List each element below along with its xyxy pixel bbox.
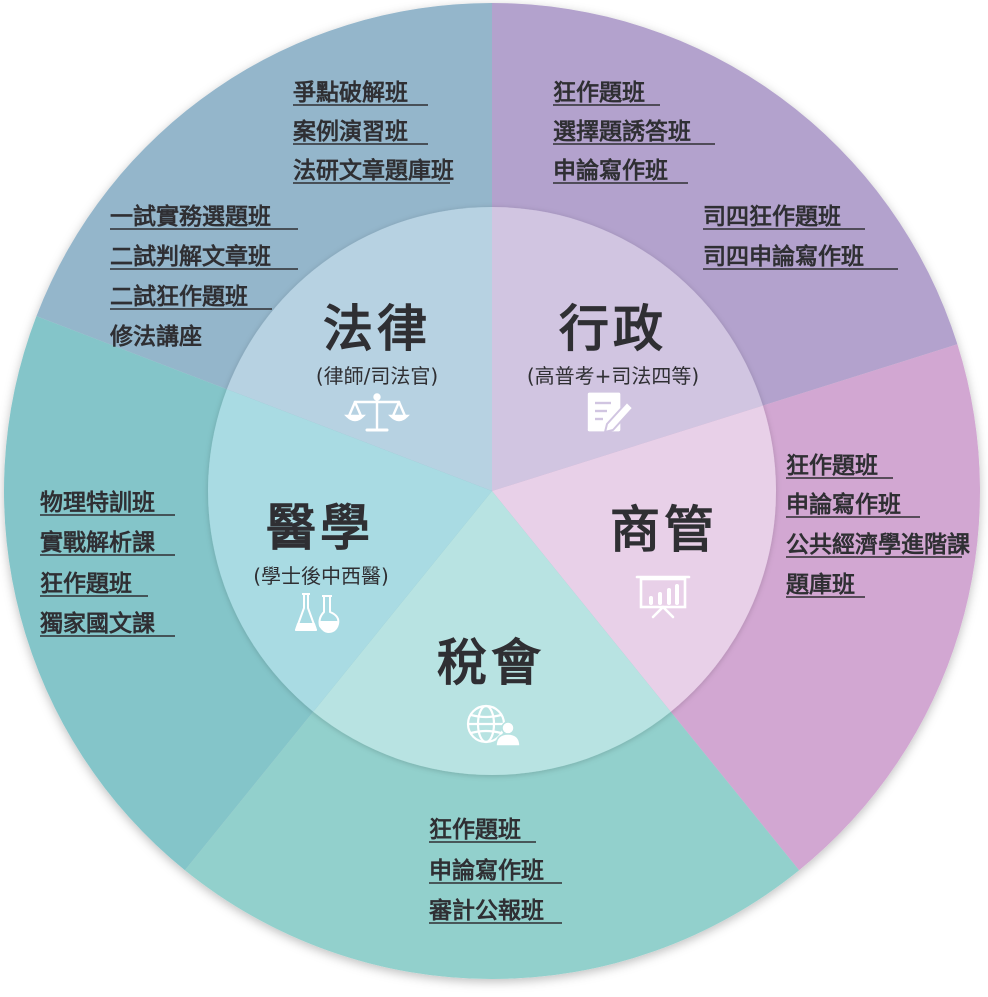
sector-subtitle-admin: (高普考+司法四等) — [527, 364, 699, 388]
scales-icon — [344, 393, 410, 432]
course-med-2[interactable]: 實戰解析課 — [40, 529, 156, 556]
course-med-4[interactable]: 獨家國文課 — [39, 610, 156, 637]
course-law-7: 修法講座 — [109, 323, 202, 350]
course-law-3[interactable]: 法研文章題庫班 — [293, 157, 454, 184]
sector-biz-label[interactable]: 商管 — [610, 501, 718, 559]
inner-circle — [207, 206, 777, 776]
sector-title-med: 醫學 — [266, 499, 374, 557]
sector-med-inner[interactable] — [207, 389, 492, 712]
course-law-4[interactable]: 一試實務選題班 — [110, 203, 271, 230]
course-admin-3[interactable]: 申論寫作班 — [553, 157, 668, 184]
edit-document-icon — [587, 392, 634, 433]
sector-law-inner[interactable] — [226, 207, 493, 491]
course-law-6[interactable]: 二試狂作題班 — [110, 283, 248, 310]
course-law-2[interactable]: 案例演習班 — [292, 118, 408, 145]
sector-tax-label[interactable]: 稅會 — [437, 634, 545, 692]
course-tax-3[interactable]: 審計公報班 — [428, 897, 544, 924]
course-med-3[interactable]: 狂作題班 — [40, 571, 132, 597]
course-biz-1[interactable]: 狂作題班 — [786, 453, 878, 479]
course-admin-5[interactable]: 司四申論寫作班 — [703, 243, 864, 270]
sector-title-law: 法律 — [323, 300, 431, 358]
sector-tax-inner[interactable] — [313, 491, 671, 776]
sector-title-admin: 行政 — [559, 300, 667, 358]
course-admin-1[interactable]: 狂作題班 — [553, 80, 645, 106]
sector-title-biz: 商管 — [610, 501, 718, 559]
course-tax-1[interactable]: 狂作題班 — [429, 817, 521, 843]
sector-law-label[interactable]: 法律 (律師/司法官) — [316, 300, 438, 388]
course-med-1[interactable]: 物理特訓班 — [40, 489, 155, 516]
flasks-icon — [295, 593, 340, 633]
sector-title-tax: 稅會 — [437, 634, 545, 692]
course-admin-4[interactable]: 司四狂作題班 — [703, 204, 841, 230]
course-admin-2[interactable]: 選擇題誘答班 — [553, 118, 691, 145]
sector-admin-inner[interactable] — [492, 206, 763, 491]
course-biz-3[interactable]: 公共經濟學進階課 — [786, 531, 971, 558]
sector-biz-inner[interactable] — [492, 405, 777, 712]
course-biz-4[interactable]: 題庫班 — [786, 571, 855, 598]
course-law-5[interactable]: 二試判解文章班 — [110, 243, 271, 270]
sector-med-label[interactable]: 醫學 (學士後中西醫) — [253, 499, 389, 588]
sector-subtitle-law: (律師/司法官) — [316, 364, 438, 388]
course-biz-2[interactable]: 申論寫作班 — [786, 491, 901, 518]
sector-admin-label[interactable]: 行政 (高普考+司法四等) — [527, 300, 699, 388]
sector-subtitle-med: (學士後中西醫) — [253, 564, 389, 588]
course-tax-2[interactable]: 申論寫作班 — [429, 857, 544, 884]
globe-person-icon — [466, 704, 521, 747]
presentation-chart-icon — [635, 575, 691, 619]
course-law-1[interactable]: 爭點破解班 — [293, 79, 408, 106]
